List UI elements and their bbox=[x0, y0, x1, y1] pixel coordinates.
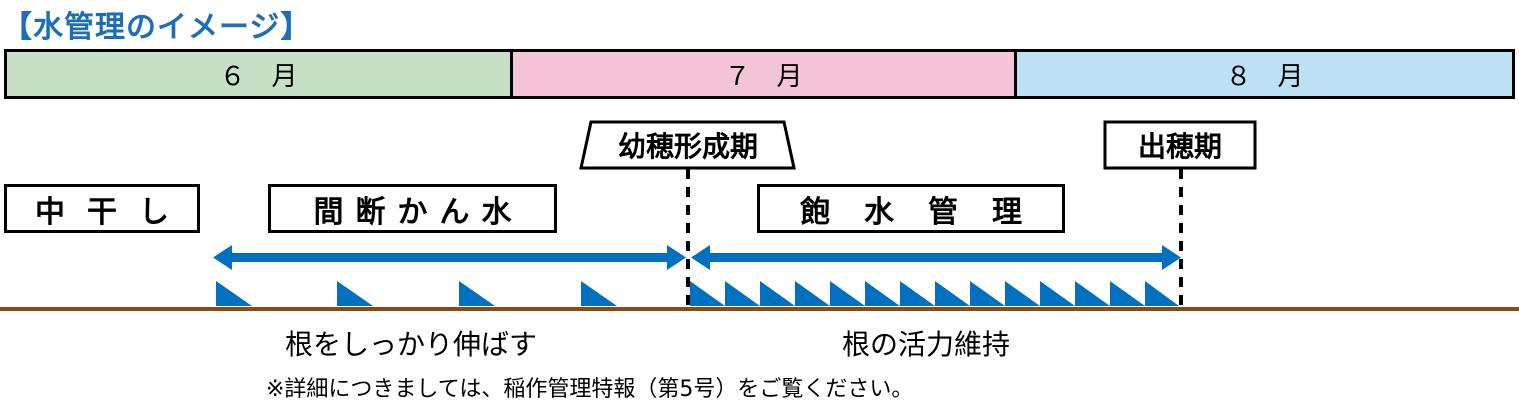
intermittent-water-wedges bbox=[216, 281, 617, 306]
midseason-drainage-box: 中干し bbox=[4, 184, 200, 233]
page-title: 【水管理のイメージ】 bbox=[2, 10, 312, 45]
panicle-formation-frame bbox=[579, 120, 796, 170]
panicle-formation-label: 幼穂形成期 bbox=[617, 130, 758, 163]
intermittent-irrigation-box: 間断かん水 bbox=[268, 184, 557, 233]
saturated-water-arrow bbox=[691, 245, 1181, 270]
caption-root-vitality: 根の活力維持 bbox=[842, 328, 1011, 361]
month-june: ６ 月 bbox=[7, 52, 510, 96]
intermittent-irrigation-arrow bbox=[213, 245, 686, 270]
month-header: ６ 月 ７ 月 ８ 月 bbox=[4, 49, 1515, 99]
heading-label: 出穂期 bbox=[1137, 130, 1222, 163]
ground-line bbox=[0, 307, 1519, 311]
saturated-water-wedges bbox=[690, 281, 1179, 306]
saturated-water-box: 飽水管理 bbox=[757, 184, 1065, 233]
month-july: ７ 月 bbox=[510, 52, 1014, 96]
reference-note: ※詳細につきましては、稲作管理特報（第5号）をご覧ください。 bbox=[266, 377, 914, 402]
month-august: ８ 月 bbox=[1014, 52, 1512, 96]
heading-frame bbox=[1103, 120, 1257, 170]
caption-root-growth: 根をしっかり伸ばす bbox=[285, 328, 538, 361]
